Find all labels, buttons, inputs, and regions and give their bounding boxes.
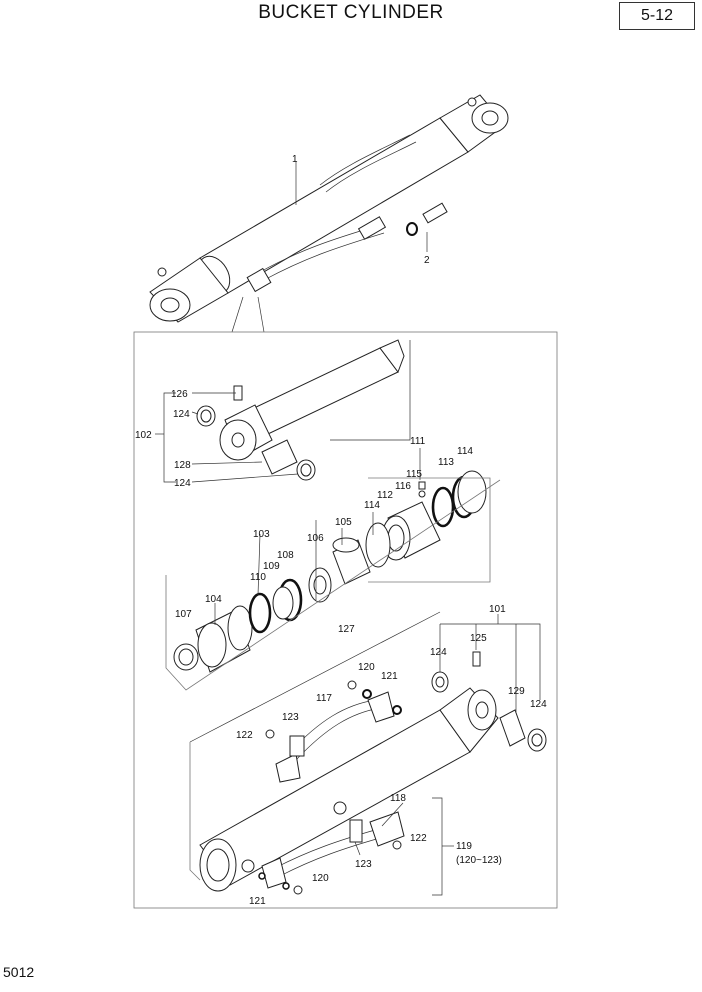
callout-128: 128 bbox=[174, 460, 191, 471]
callout-110: 110 bbox=[250, 572, 266, 583]
callout-121a: 121 bbox=[381, 671, 398, 682]
callout-124d: 124 bbox=[530, 699, 547, 710]
callout-2: 2 bbox=[424, 255, 430, 266]
assembled-cylinder bbox=[149, 94, 509, 323]
callout-118: 118 bbox=[390, 793, 406, 804]
callout-126: 126 bbox=[171, 389, 188, 400]
pipe-lower bbox=[258, 811, 405, 895]
callout-121b: 121 bbox=[249, 896, 266, 907]
callout-123b: 123 bbox=[355, 859, 372, 870]
callout-120b: 120 bbox=[312, 873, 329, 884]
callout-112: 112 bbox=[377, 490, 393, 501]
callout-104: 104 bbox=[205, 594, 222, 605]
callout-115: 115 bbox=[406, 469, 422, 480]
callout-114b: 114 bbox=[364, 500, 380, 511]
piston-parts bbox=[365, 470, 491, 583]
callout-113: 113 bbox=[438, 457, 454, 468]
page-number: 5-12 bbox=[619, 2, 695, 30]
gland-parts bbox=[173, 537, 371, 673]
callout-117: 117 bbox=[316, 693, 332, 704]
callout-103: 103 bbox=[253, 529, 270, 540]
callout-102: 102 bbox=[135, 430, 152, 441]
callout-123a: 123 bbox=[282, 712, 299, 723]
callout-105: 105 bbox=[335, 517, 352, 528]
callout-125: 125 bbox=[470, 633, 487, 644]
callout-124b: 124 bbox=[174, 478, 191, 489]
callout-119: 119 bbox=[456, 841, 472, 852]
callout-114a: 114 bbox=[457, 446, 473, 457]
callout-122b: 122 bbox=[410, 833, 427, 844]
callout-124c: 124 bbox=[430, 647, 447, 658]
callout-107: 107 bbox=[175, 609, 192, 620]
figure-code: 5012 bbox=[3, 964, 35, 980]
callout-116: 116 bbox=[395, 481, 411, 492]
piston-rod bbox=[196, 339, 411, 481]
callout-109: 109 bbox=[263, 561, 280, 572]
callout-122a: 122 bbox=[236, 730, 253, 741]
callout-129: 129 bbox=[508, 686, 525, 697]
callout-101: 101 bbox=[489, 604, 506, 615]
callout-127: 127 bbox=[338, 624, 355, 635]
page-title: BUCKET CYLINDER bbox=[258, 2, 444, 23]
callout-120a: 120 bbox=[358, 662, 375, 673]
cylinder-tube bbox=[199, 651, 547, 892]
callout-111: 111 bbox=[410, 436, 426, 447]
callout-108: 108 bbox=[277, 550, 294, 561]
callout-119-range: (120~123) bbox=[456, 855, 502, 866]
pipe-upper bbox=[265, 680, 402, 783]
fitting-part-2 bbox=[406, 202, 448, 252]
callout-1: 1 bbox=[292, 154, 298, 165]
callout-106: 106 bbox=[307, 533, 324, 544]
callout-124a: 124 bbox=[173, 409, 190, 420]
